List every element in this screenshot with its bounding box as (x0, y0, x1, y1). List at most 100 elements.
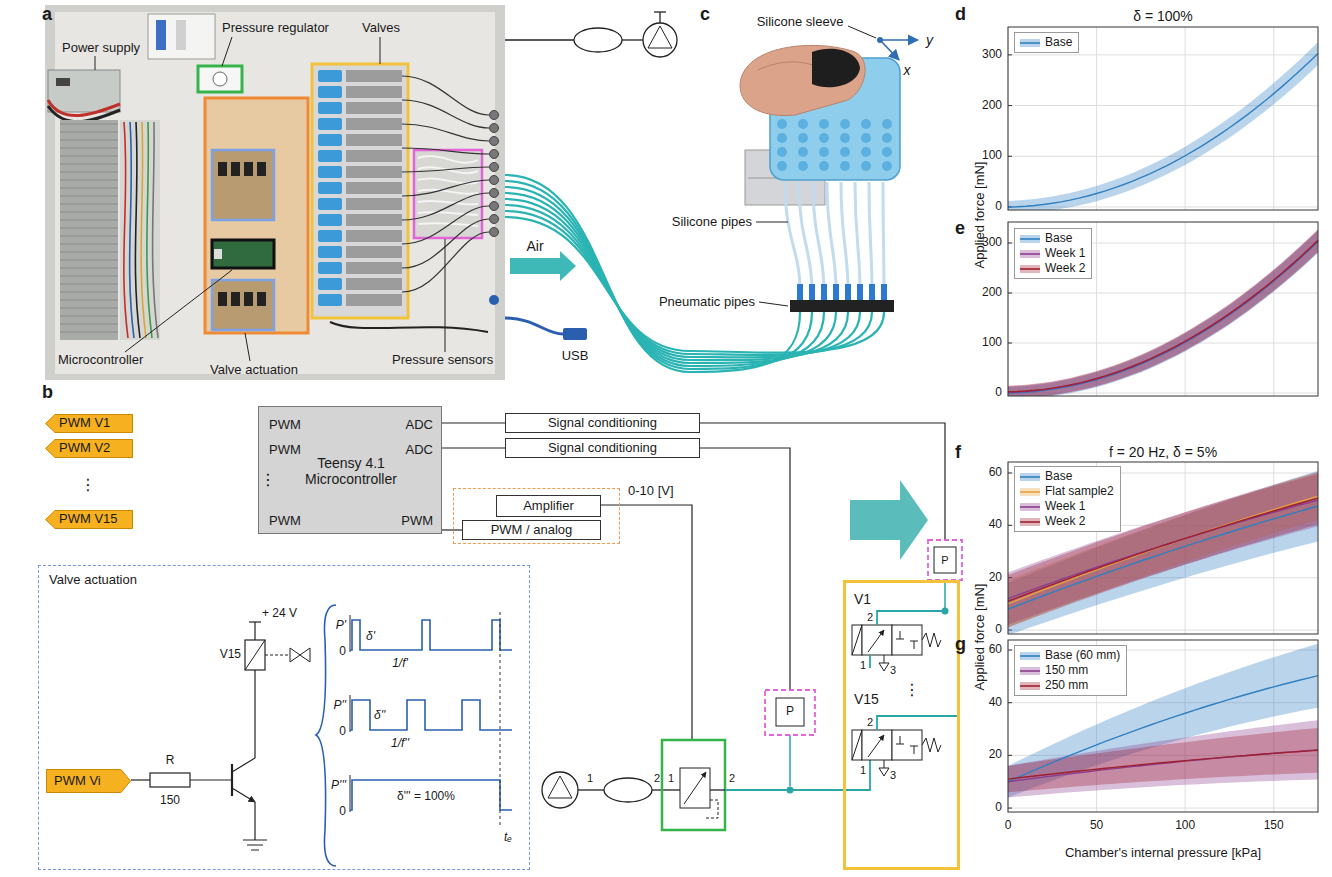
node-text: ADC (406, 418, 433, 433)
terminal-line (60, 316, 118, 317)
terminal-line (60, 292, 118, 293)
node-text: PWM (269, 418, 301, 433)
terminal-line (60, 204, 118, 205)
cable-bundle (120, 120, 160, 340)
terminal-line (60, 244, 118, 245)
gauge (213, 72, 227, 86)
legend-text: Base (1045, 35, 1072, 50)
terminal-line (60, 284, 118, 285)
pneumatic-connector (490, 215, 499, 224)
swatch-line (1020, 521, 1040, 523)
terminal-line (60, 268, 118, 269)
connector-wire (442, 447, 505, 448)
legend-text: Week 2 (1045, 261, 1085, 276)
transistor-chip (244, 162, 253, 176)
legend-text: Week 1 (1045, 246, 1085, 261)
mean-curve (1008, 750, 1318, 782)
supply-bar (249, 621, 261, 622)
sensor-symbol-letter: P (941, 554, 948, 567)
ellipsis: ⋮ (80, 476, 96, 494)
silicone-pipe (813, 182, 824, 290)
valve-body (346, 102, 402, 114)
chart-legend: Base (60 mm)150 mm250 mm (1014, 645, 1127, 696)
tick-label: 0 (995, 386, 1002, 400)
circuit-wire (254, 802, 255, 840)
confidence-band (1008, 42, 1318, 210)
solenoid (852, 625, 862, 655)
sleeve-chamber (798, 119, 808, 129)
resistor-symbol (150, 773, 190, 787)
node-text: V15 (854, 691, 879, 707)
sleeve-chamber (840, 161, 850, 171)
duty-cycle: δ'' (374, 709, 385, 723)
tick-mark (1008, 54, 1012, 55)
swatch-line (1020, 491, 1040, 493)
sleeve-chamber (777, 147, 787, 157)
valve-body (346, 182, 402, 194)
wire (124, 122, 128, 338)
compressor-triangle (548, 776, 572, 798)
valve-block-mark (896, 631, 918, 649)
plot-frame (1008, 640, 1318, 812)
grid-line (1008, 808, 1318, 809)
tick-mark (1008, 525, 1012, 526)
panel-letter: e (955, 218, 965, 239)
tick-label: 0 (995, 801, 1002, 815)
pressure-sensor-outline (928, 540, 962, 580)
node-text: Amplifier (523, 499, 574, 514)
plot-frame (1008, 27, 1318, 210)
solenoid-mark (852, 730, 862, 760)
grid-line (1008, 156, 1318, 157)
leader-line (756, 222, 788, 223)
mean-curve (1008, 750, 1318, 779)
node-text: PWM V15 (59, 512, 118, 527)
circuit-breakers (148, 14, 215, 59)
legend-swatch (1019, 38, 1041, 48)
signal-tag: PWM V1 (45, 414, 133, 433)
legend-entry: Week 1 (1019, 499, 1114, 514)
valve-block-mark (896, 736, 918, 754)
compressor-shaft (654, 11, 666, 12)
mean-curve (1008, 506, 1318, 609)
terminal-line (60, 172, 118, 173)
port-number: 2 (729, 772, 735, 785)
regulator-feedback (706, 800, 718, 818)
tube (402, 193, 489, 220)
tick-label: 60 (989, 466, 1002, 480)
signal-tag: PWM V15 (45, 510, 133, 529)
leader-line (222, 37, 232, 66)
photo-background (45, 5, 505, 380)
air-line (710, 789, 725, 790)
pressure-regulator-photo (198, 66, 242, 92)
terminal-line (60, 308, 118, 309)
legend-entry: Flat sample2 (1019, 484, 1114, 499)
microcontroller-box: Teensy 4.1 MicrocontrollerPWMPWMPWMADCAD… (258, 406, 442, 534)
valve-coil (318, 182, 342, 194)
valve-flow-arrow (868, 630, 884, 652)
terminal-line (60, 148, 118, 149)
leader-line (759, 302, 788, 306)
signal-name: P'' (333, 699, 346, 713)
breaker-switch (156, 20, 166, 50)
finger-line (758, 62, 815, 70)
axis-zero: 0 (339, 725, 346, 739)
port-number: 1 (860, 659, 866, 672)
valve-body (346, 246, 402, 258)
pipe-fitting (833, 284, 839, 300)
confidence-band (1008, 473, 1318, 628)
usb-plug (563, 328, 587, 340)
sleeve-chamber (861, 119, 871, 129)
legend-text: Week 2 (1045, 514, 1085, 529)
transistor-emitter (232, 788, 255, 802)
panel-letter: d (955, 4, 966, 25)
waveform-axis (350, 615, 351, 652)
tick-label: 300 (982, 48, 1002, 62)
usb-port (214, 249, 222, 259)
air-line (622, 39, 643, 40)
pneumatic-connector (490, 124, 499, 133)
connector-wire (442, 422, 505, 423)
legend-entry: Week 2 (1019, 261, 1085, 276)
node-text: ADC (406, 443, 433, 458)
